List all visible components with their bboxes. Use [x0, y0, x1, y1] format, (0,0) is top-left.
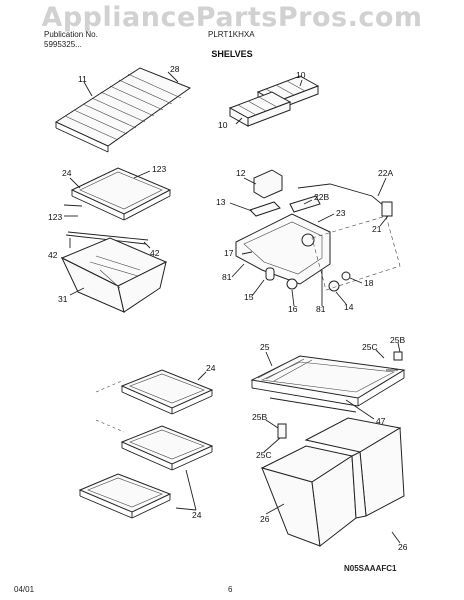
callout-25B-top: 25B	[390, 335, 405, 345]
page-title: SHELVES	[211, 49, 253, 59]
callout-47: 47	[376, 416, 386, 426]
callout-26-b: 26	[398, 542, 408, 552]
callout-23: 23	[336, 208, 346, 218]
callout-81-b: 81	[316, 304, 326, 314]
publication-label: Publication No.	[44, 30, 98, 39]
callout-13: 13	[216, 197, 226, 207]
callout-22A: 22A	[378, 168, 393, 178]
callout-31: 31	[58, 294, 68, 304]
callout-25B-bottom: 25B	[252, 412, 267, 422]
crisper-cover-and-drawers	[250, 351, 406, 547]
callout-42-a: 42	[48, 250, 58, 260]
page-number: 6	[228, 585, 233, 594]
callout-16: 16	[288, 304, 298, 314]
callout-14: 14	[344, 302, 354, 312]
callout-24-b: 24	[206, 363, 216, 373]
wire-shelf	[54, 67, 192, 153]
diagram-code: N05SAAAFC1	[344, 564, 397, 573]
callout-24-a: 24	[62, 168, 72, 178]
callout-11: 11	[78, 74, 87, 84]
callout-26-a: 26	[260, 514, 270, 524]
callout-42-b: 42	[150, 248, 160, 258]
callout-15: 15	[244, 292, 254, 302]
callout-25C-bottom: 25C	[256, 450, 272, 460]
callout-10-bottom: 10	[218, 120, 228, 130]
control-housing	[235, 169, 401, 292]
callout-123-b: 123	[48, 212, 62, 222]
callout-25: 25	[260, 342, 270, 352]
model-number: PLRT1KHXA	[208, 30, 255, 39]
callout-25C-top: 25C	[362, 342, 378, 352]
ice-trays	[228, 75, 320, 127]
callout-28: 28	[170, 64, 180, 74]
callout-21: 21	[372, 224, 382, 234]
callout-24-c: 24	[192, 510, 202, 520]
footer-date: 04/01	[14, 585, 35, 594]
shelf-and-crisper-left	[60, 167, 172, 313]
callout-17: 17	[224, 248, 234, 258]
callout-22B: 22B	[314, 192, 329, 202]
stacked-glass-shelves	[78, 369, 214, 519]
callout-123-a: 123	[152, 164, 166, 174]
callout-18: 18	[364, 278, 374, 288]
callout-10-top: 10	[296, 70, 306, 80]
callout-12: 12	[236, 168, 246, 178]
publication-number: 5995325...	[44, 40, 82, 49]
callout-81-a: 81	[222, 272, 232, 282]
